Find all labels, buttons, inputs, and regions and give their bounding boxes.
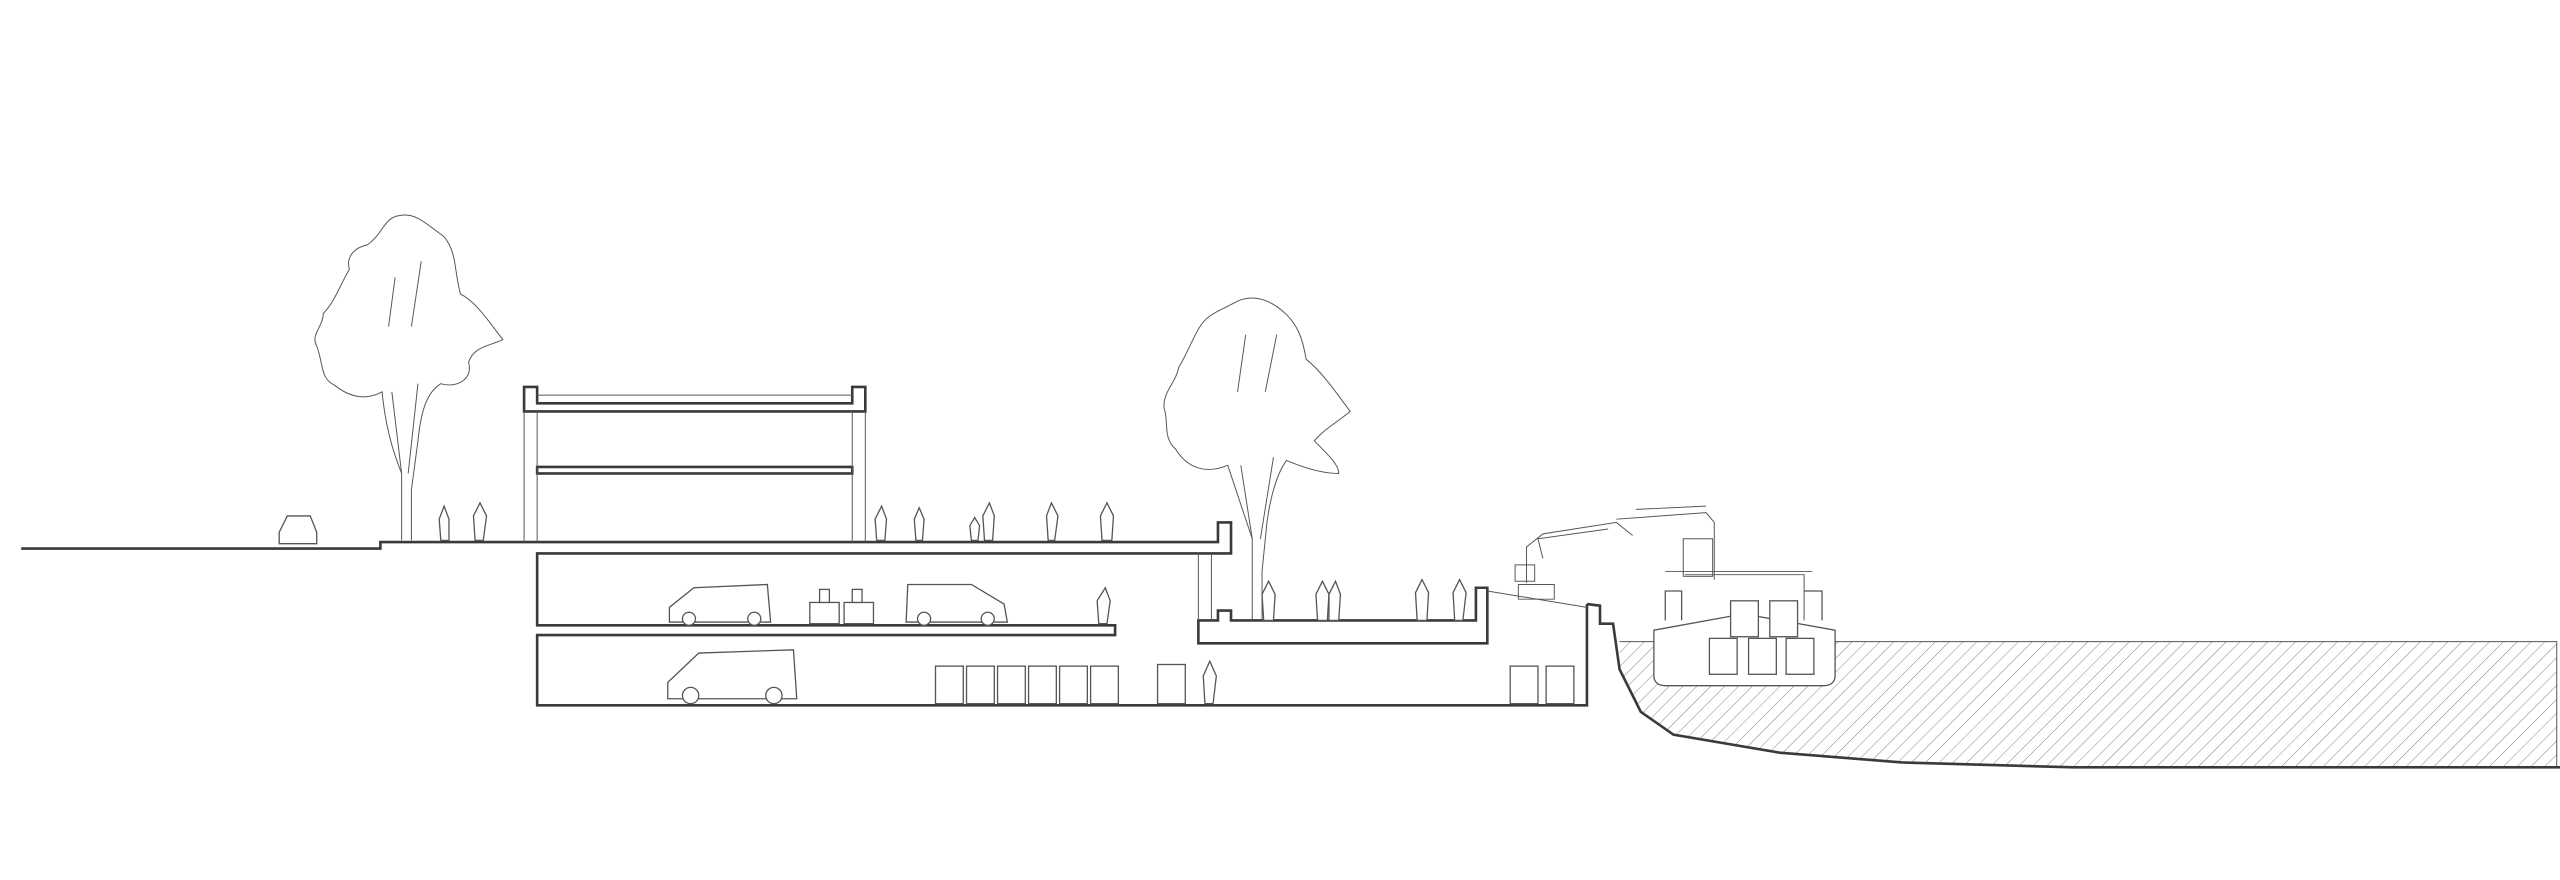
crane (1514, 505, 1813, 621)
carts (809, 588, 875, 625)
people (438, 501, 1467, 705)
van-upper-2 (905, 583, 1009, 626)
building (522, 385, 867, 543)
pit (1653, 590, 1836, 687)
ground-line (21, 521, 1589, 707)
tree-left (314, 214, 504, 541)
excavation-edge (1586, 602, 2560, 769)
tree-right (1163, 297, 1351, 621)
earth-boundary (1619, 641, 2558, 768)
containers (934, 663, 1575, 705)
van-lower (667, 649, 798, 705)
courtyard-columns (1197, 553, 1212, 621)
car-small (278, 515, 318, 545)
earth-hatch (1619, 641, 2557, 768)
courtyard-section (1197, 586, 1489, 645)
van-upper-1 (668, 583, 772, 626)
